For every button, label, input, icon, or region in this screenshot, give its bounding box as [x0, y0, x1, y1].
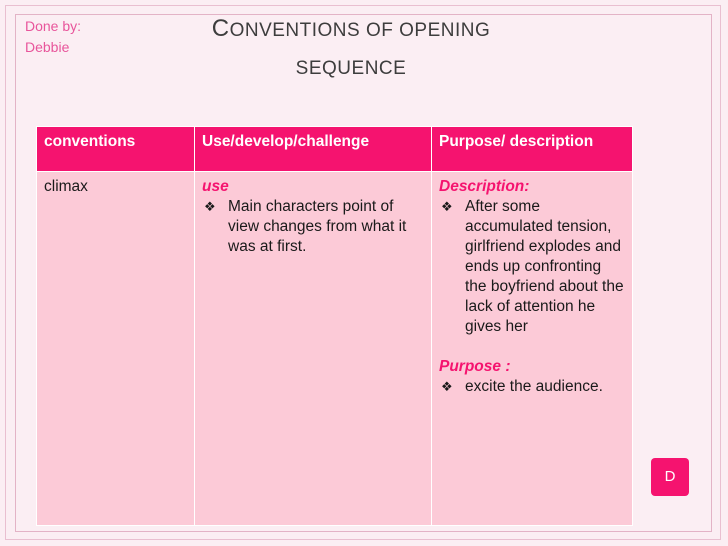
description-point: After some accumulated tension, girlfrie… — [465, 198, 624, 335]
use-heading: use — [202, 178, 229, 195]
slide-outer-frame — [5, 5, 721, 540]
use-list: ❖ Main characters point of view changes f… — [202, 197, 425, 257]
spacer — [439, 337, 626, 357]
list-item: ❖ Main characters point of view changes f… — [202, 197, 425, 257]
list-item: ❖ After some accumulated tension, girlfri… — [439, 197, 626, 337]
header-conventions: conventions — [36, 126, 195, 172]
cell-use: use ❖ Main characters point of view chang… — [194, 171, 432, 526]
table-header-row: conventions Use/develop/challenge Purpos… — [36, 126, 633, 172]
purpose-heading: Purpose : — [439, 358, 511, 375]
description-heading: Description: — [439, 178, 530, 195]
header-purpose: Purpose/ description — [431, 126, 633, 172]
purpose-point: excite the audience. — [465, 378, 603, 395]
slide-badge[interactable]: D — [651, 458, 689, 496]
slide-title: CONVENTIONS OF OPENING SEQUENCE — [186, 10, 516, 88]
title-line-1-rest: ONVENTIONS OF OPENING — [229, 20, 491, 41]
table-row: climax use ❖ Main characters point of vie… — [36, 171, 633, 526]
author-label-text: Done by: — [25, 18, 82, 34]
conventions-table: conventions Use/develop/challenge Purpos… — [36, 126, 633, 526]
title-line-1: CONVENTIONS OF OPENING — [186, 10, 516, 50]
cell-description: Description: ❖ After some accumulated ten… — [431, 171, 633, 526]
title-initial: C — [211, 15, 230, 42]
author-name: Debbie — [25, 39, 70, 55]
bullet-icon: ❖ — [441, 199, 453, 214]
author-label: Done by: Debbie — [25, 16, 165, 58]
list-item: ❖ excite the audience. — [439, 377, 626, 397]
use-point: Main characters point of view changes fr… — [228, 198, 407, 255]
slide-inner-frame — [15, 14, 712, 532]
bullet-icon: ❖ — [441, 379, 453, 394]
header-use: Use/develop/challenge — [194, 126, 432, 172]
cell-convention: climax — [36, 171, 195, 526]
purpose-list: ❖ excite the audience. — [439, 377, 626, 397]
bullet-icon: ❖ — [204, 199, 216, 214]
title-line-2: SEQUENCE — [295, 58, 407, 79]
description-list: ❖ After some accumulated tension, girlfri… — [439, 197, 626, 337]
